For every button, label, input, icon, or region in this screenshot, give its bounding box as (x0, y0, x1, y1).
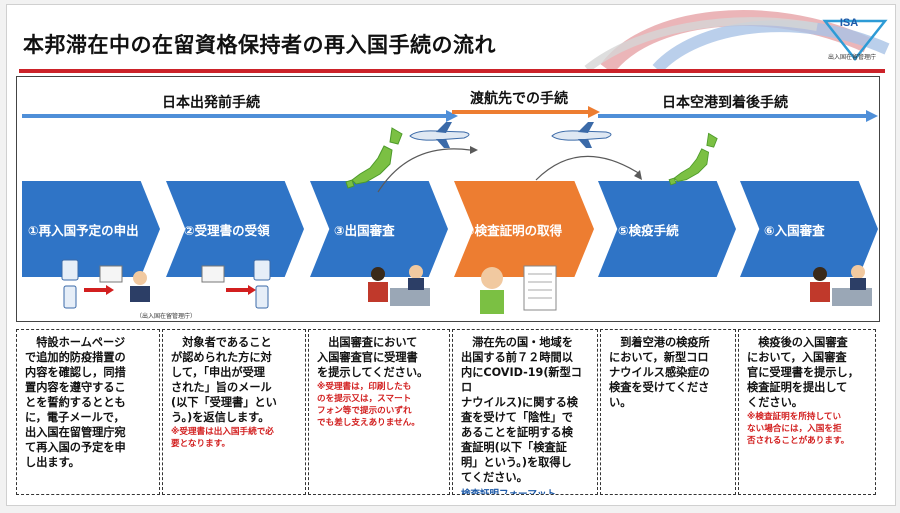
step-4-chevron: ④検査証明の取得 (454, 181, 594, 277)
page-title: 本邦滞在中の在留資格保持者の再入国手続の流れ (23, 33, 496, 57)
japan-map-icon (668, 132, 718, 186)
step-5-chevron: ⑤検疫手続 (598, 181, 736, 277)
phase-arrow-blue-right (598, 110, 878, 122)
description-line: ください。 (747, 396, 803, 409)
step-1-chevron: ①再入国予定の申出 (22, 181, 160, 277)
step-4-label: ④検査証明の取得 (464, 222, 563, 238)
description-line: 査を受けて「陰性」で (461, 411, 573, 424)
description-text: 到着空港の検疫所において，新型コロナウイルス感染症の検査を受けてください。 (609, 335, 730, 410)
description-line: 査証明(以下「検査証 (461, 441, 567, 454)
description-line: ナウイルス)に関する検 (461, 396, 578, 409)
description-line: が認められた方に対 (171, 351, 272, 364)
note-line: フォン等で提示のいずれ (317, 406, 412, 416)
note-line: のを提示又は，スマート (317, 394, 412, 404)
description-line: 明」という。)を取得し (461, 456, 572, 469)
phase-arrow-blue-left (22, 110, 458, 122)
description-line: 官に受理書を提示し， (747, 366, 859, 379)
description-line: 出入国在留管理庁宛 (25, 426, 126, 439)
covid-test-illustration (480, 265, 557, 314)
description-line: 入国審査官に受理書 (317, 351, 418, 364)
description-line: て再入国の予定を申 (25, 441, 126, 454)
step-2-chevron: ②受理書の受領 (166, 181, 304, 277)
description-line: 置内容を遵守するこ (25, 381, 126, 394)
step-3-label: ③出国審査 (334, 222, 395, 238)
description-line: で追加的防疫措置の (25, 351, 126, 364)
note-line: ※受理書は，印刷したも (317, 382, 412, 392)
note-line: ※受理書は出入国手続で必 (171, 427, 274, 437)
description-step-2: 対象者であることが認められた方に対して，「申出が受理された」旨のメール (以下「受… (162, 329, 306, 495)
step-2-label: ②受理書の受領 (184, 222, 270, 238)
description-line: 検疫後の入国審査 (747, 336, 848, 349)
description-text: 滞在先の国・地域を出国する前７２時間以内にCOVID-19(新型コロナウイルス)… (461, 335, 592, 485)
step-5-label: ⑤検疫手続 (618, 222, 679, 238)
description-line: とを誓約するととも (25, 396, 126, 409)
flight-path-arrow (535, 155, 642, 181)
logo-abbr: ISA (839, 17, 859, 29)
description-line: を提示してください。 (317, 366, 429, 379)
description-line: して，「申出が受理 (171, 366, 265, 379)
description-note: ※受理書は出入国手続で必要となります。 (171, 426, 300, 450)
description-step-4: 滞在先の国・地域を出国する前７２時間以内にCOVID-19(新型コロナウイルス)… (452, 329, 598, 495)
logo-subtitle: 出入国在留管理庁 (827, 54, 876, 61)
email-exchange-illustration (61, 259, 150, 309)
description-line: あることを証明する検 (461, 426, 573, 439)
flight-path-arrow (377, 146, 478, 193)
description-text: 検疫後の入国審査において，入国審査官に受理書を提示し， 検査証明を提出してください… (747, 335, 870, 410)
description-line: (以下「受理書」とい (171, 396, 277, 409)
note-line: でも差し支えありません。 (317, 418, 420, 428)
description-step-5: 到着空港の検疫所において，新型コロナウイルス感染症の検査を受けてください。 (600, 329, 736, 495)
description-line: において，新型コロ (609, 351, 709, 364)
step-3-chevron: ③出国審査 (310, 181, 448, 277)
isa-logo-icon (822, 19, 888, 62)
description-line: された」旨のメール (171, 381, 272, 394)
description-line: 特設ホームページ (25, 336, 126, 349)
step-6-chevron: ⑥入国審査 (740, 181, 878, 277)
description-line: い。 (609, 396, 632, 409)
airplane-icon (551, 122, 612, 148)
immigration-counter-illustration (810, 265, 872, 306)
description-line: に，電子メールで， (25, 411, 125, 424)
description-line: 検査を受けてくださ (609, 381, 710, 394)
description-text: 特設ホームページで追加的防疫措置の内容を確認し，同措置内容を遵守することを誓約す… (25, 335, 154, 470)
note-line: ない場合には，入国を拒 (747, 424, 842, 434)
airplane-icon (409, 122, 470, 148)
description-line: において，入国審査 (747, 351, 847, 364)
description-line: てください。 (461, 471, 528, 484)
description-line: 検査証明を提出して (747, 381, 848, 394)
description-step-6: 検疫後の入国審査において，入国審査官に受理書を提示し， 検査証明を提出してください… (738, 329, 876, 495)
description-line: う。)を返信します。 (171, 411, 270, 424)
description-line: ナウイルス感染症の (609, 366, 710, 379)
note-line: ※検査証明を所持してい (747, 412, 842, 422)
description-line: 到着空港の検疫所 (609, 336, 710, 349)
description-note: ※検査証明を所持していない場合には，入国を拒否されることがあります。 (747, 411, 870, 447)
description-note: ※受理書は，印刷したものを提示又は，スマートフォン等で提示のいずれでも差し支えあ… (317, 381, 444, 429)
email-exchange-illustration (201, 259, 271, 309)
test-certificate-format-link[interactable]: 検査証明フォーマット (461, 489, 557, 495)
description-line: 内にCOVID-19(新型コロ (461, 366, 582, 394)
phase-label-after-arrival: 日本空港到着後手続 (662, 95, 788, 111)
description-line: 出国する前７２時間以 (461, 351, 573, 364)
title-underline (19, 69, 885, 73)
immigration-counter-illustration (368, 265, 430, 306)
description-text: 対象者であることが認められた方に対して，「申出が受理された」旨のメール (以下「受… (171, 335, 300, 425)
step-1-label: ①再入国予定の申出 (28, 222, 139, 238)
header-swoosh-decoration (584, 10, 890, 69)
description-step-1: 特設ホームページで追加的防疫措置の内容を確認し，同措置内容を遵守することを誓約す… (16, 329, 160, 495)
phase-label-before-departure: 日本出発前手続 (162, 95, 260, 111)
note-line: 否されることがあります。 (747, 436, 850, 446)
phase-label-destination: 渡航先での手続 (470, 91, 568, 107)
description-text: 出国審査において入国審査官に受理書を提示してください。 (317, 335, 444, 380)
description-line: 内容を確認し，同措 (25, 366, 126, 379)
description-line: 滞在先の国・地域を (461, 336, 573, 349)
phase-arrow-orange (452, 106, 600, 118)
agency-caption: （出入国在留管理庁） (136, 313, 197, 320)
japan-map-icon (345, 127, 403, 189)
description-line: 対象者であること (171, 336, 272, 349)
description-step-3: 出国審査において入国審査官に受理書を提示してください。※受理書は，印刷したものを… (308, 329, 450, 495)
description-line: し出ます。 (25, 456, 80, 469)
description-line: 出国審査において (317, 336, 418, 349)
descriptions-row: 特設ホームページで追加的防疫措置の内容を確認し，同措置内容を遵守することを誓約す… (16, 329, 878, 495)
step-6-label: ⑥入国審査 (764, 222, 825, 238)
note-line: 要となります。 (171, 439, 231, 449)
